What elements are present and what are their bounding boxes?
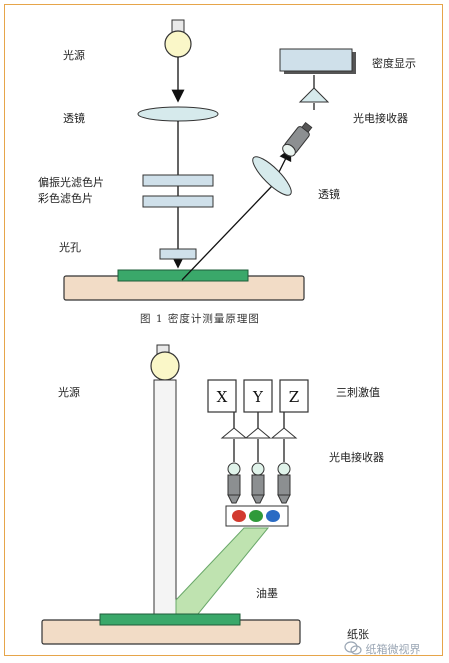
fig2-ink-label: 油墨	[256, 587, 278, 600]
fig1-lamp	[164, 30, 192, 58]
fig2-z-label: Z	[289, 388, 299, 406]
fig2-blue-filter	[266, 510, 280, 522]
fig1-aperture-label: 光孔	[59, 241, 81, 254]
fig2-photo-receiver-label: 光电接收器	[329, 451, 384, 464]
fig2-box-y	[243, 379, 273, 413]
wechat-icon	[344, 641, 362, 655]
fig1-density-display-label: 密度显示	[372, 57, 416, 70]
fig1-lens-label: 透镜	[63, 112, 85, 125]
image-frame	[4, 4, 443, 656]
fig2-light-source-label: 光源	[58, 386, 80, 399]
fig1-filters-label-line2: 彩色滤色片	[38, 192, 93, 205]
fig1-polarizing-filter	[142, 174, 214, 187]
watermark-text: 纸箱微视界	[365, 643, 421, 656]
fig2-box-z	[279, 379, 309, 413]
fig2-x-label: X	[217, 388, 228, 406]
fig1-lens-right	[252, 156, 292, 196]
fig1-reflected-beam-lower	[181, 185, 273, 281]
fig2-tristimulus-label: 三刺激值	[336, 386, 380, 399]
fig2-light-column	[153, 379, 177, 615]
fig1-ink	[117, 269, 249, 282]
fig1-photo-receiver	[282, 122, 313, 157]
fig2-paper-label: 纸张	[347, 628, 369, 641]
fig1-color-filter	[142, 195, 214, 208]
fig2-box-x	[207, 379, 237, 413]
fig1-aperture	[159, 248, 197, 260]
fig1-filters-label-line1: 偏振光滤色片	[38, 176, 104, 189]
fig1-density-display	[279, 48, 353, 72]
fig2-receiver-x	[220, 427, 248, 504]
fig1-light-source-label: 光源	[63, 49, 85, 62]
fig2-red-filter	[232, 510, 246, 522]
fig2-receiver-z	[270, 427, 298, 504]
fig1-lens-right-label: 透镜	[318, 188, 340, 201]
fig1-caption: 图 1 密度计测量原理图	[140, 313, 260, 325]
fig2-lamp	[150, 351, 180, 381]
fig1-amplifier	[298, 87, 330, 103]
watermark: 纸箱微视界	[344, 641, 421, 657]
fig2-reflected-beam	[175, 527, 270, 615]
fig1-lens	[137, 106, 219, 122]
fig1-photo-receiver-label: 光电接收器	[353, 112, 408, 125]
fig2-ink	[99, 613, 241, 626]
fig2-y-label: Y	[252, 388, 264, 406]
fig2-green-filter	[249, 510, 263, 522]
fig1-lamp-socket	[171, 19, 185, 33]
fig2-receiver-y	[244, 427, 272, 504]
